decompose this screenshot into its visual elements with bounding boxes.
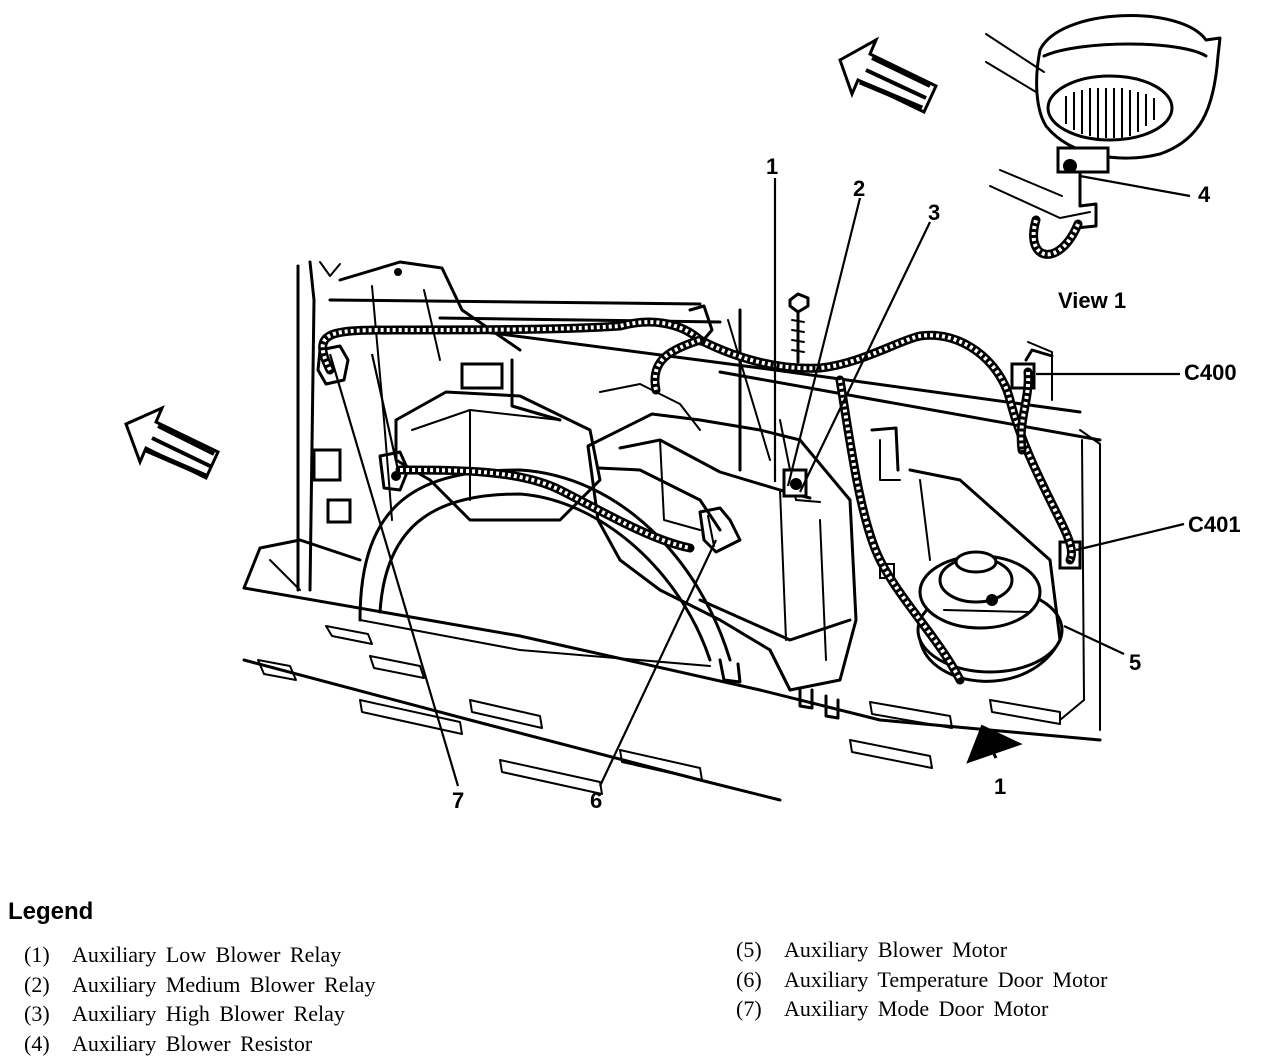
- callout-1: 1: [766, 154, 778, 179]
- legend-item: (5) Auxiliary Blower Motor: [736, 935, 1107, 965]
- callout-7: 7: [452, 788, 464, 813]
- legend-item: (1) Auxiliary Low Blower Relay: [24, 940, 375, 970]
- callout-2: 2: [853, 176, 865, 201]
- legend-item-number: (1): [24, 942, 50, 967]
- legend-item: (3) Auxiliary High Blower Relay: [24, 999, 375, 1029]
- callout-3: 3: [928, 200, 940, 225]
- legend-item-label: Auxiliary Blower Resistor: [72, 1030, 313, 1056]
- legend-item-number: (2): [24, 971, 50, 997]
- legend-item-number: (6): [736, 966, 762, 992]
- legend-item-number: (5): [736, 937, 762, 962]
- view-direction-arrow-icon: [966, 724, 1023, 764]
- legend-item: (7) Auxiliary Mode Door Motor: [736, 994, 1107, 1024]
- view-reference-callout: 1: [994, 774, 1006, 799]
- legend-item-number: (7): [736, 996, 762, 1021]
- legend-item: (6) Auxiliary Temperature Door Motor: [736, 965, 1107, 995]
- legend-item: (2) Auxiliary Medium Blower Relay: [24, 970, 375, 1000]
- connector-c401-label: C401: [1188, 512, 1241, 537]
- legend-item-label: Auxiliary Low Blower Relay: [72, 942, 342, 967]
- legend-title: Legend: [8, 898, 94, 925]
- legend-column-right: (5) Auxiliary Blower Motor (6) Auxiliary T…: [736, 935, 1107, 1024]
- legend-item-label: Auxiliary High Blower Relay: [72, 1001, 345, 1026]
- connector-c400-label: C400: [1184, 360, 1237, 385]
- callout-5: 5: [1129, 650, 1141, 675]
- legend-item-label: Auxiliary Mode Door Motor: [784, 996, 1049, 1021]
- component-location-diagram: View 1: [124, 14, 1241, 813]
- callout-4: 4: [1198, 182, 1211, 207]
- forward-arrow-icon-left: [124, 405, 220, 481]
- legend-item-label: Auxiliary Blower Motor: [784, 937, 1008, 962]
- legend-item-label: Auxiliary Medium Blower Relay: [72, 971, 376, 997]
- legend-item-label: Auxiliary Temperature Door Motor: [784, 966, 1108, 992]
- forward-arrow-icon-top: [838, 36, 938, 115]
- vehicle-rear-body-drawing: [242, 260, 1102, 802]
- view-1-title: View 1: [1058, 288, 1126, 313]
- callout-6: 6: [590, 788, 602, 813]
- legend-column-left: (1) Auxiliary Low Blower Relay (2) Auxilia…: [24, 940, 375, 1058]
- view-1-inset-drawing: View 1: [985, 14, 1222, 313]
- legend-item: (4) Auxiliary Blower Resistor: [24, 1029, 375, 1059]
- legend-item-number: (3): [24, 1001, 50, 1026]
- legend-item-number: (4): [24, 1030, 50, 1056]
- wiring-harness: [318, 304, 1077, 685]
- callout-leader-lines: [328, 174, 1191, 787]
